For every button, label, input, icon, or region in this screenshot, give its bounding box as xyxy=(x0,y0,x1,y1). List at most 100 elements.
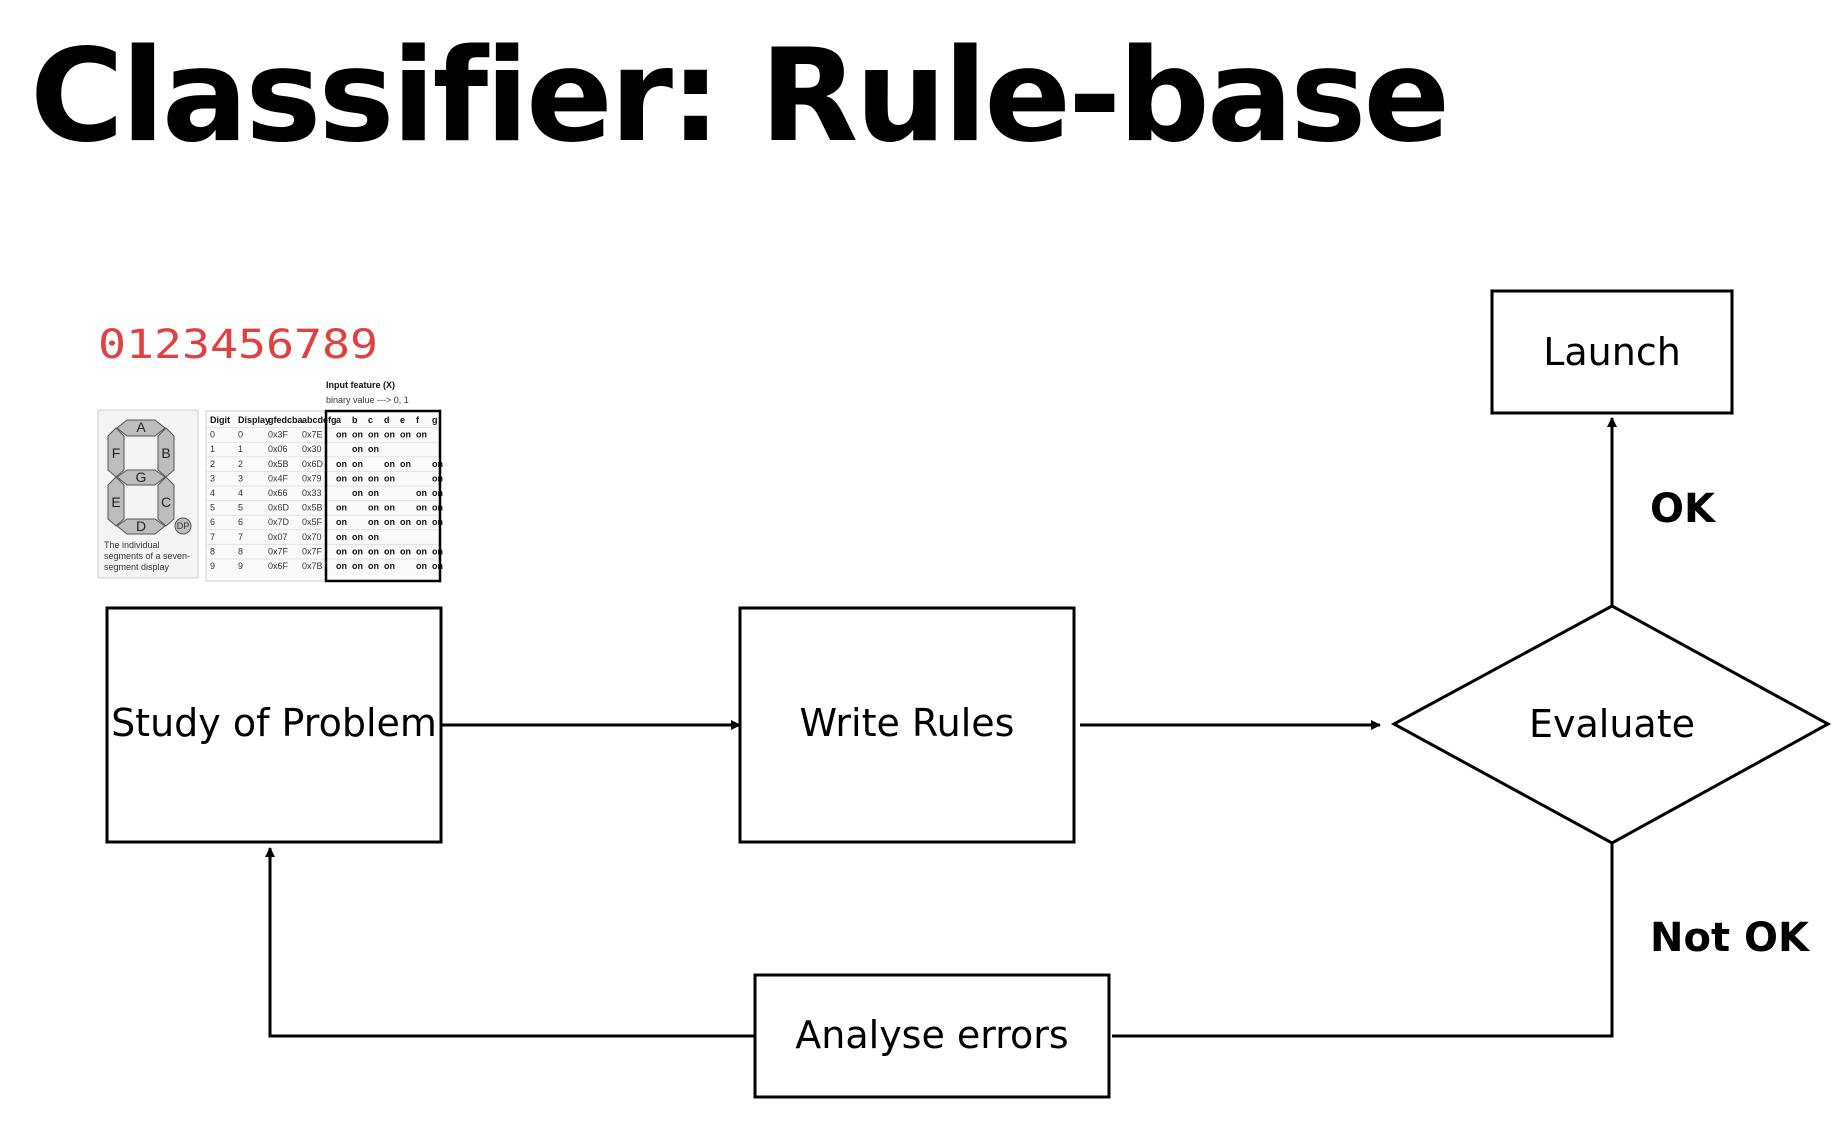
table-cell: 0x5B xyxy=(268,459,289,469)
study-of-problem-box xyxy=(105,606,443,844)
table-cell: 8 xyxy=(210,546,215,556)
table-cell: 7 xyxy=(210,532,215,542)
table-cell: on xyxy=(368,561,379,571)
segment-label: C xyxy=(161,494,171,510)
not-ok-label: Not OK xyxy=(1650,915,1811,961)
table-header-cell: b xyxy=(352,415,358,425)
page-title: Classifier: Rule-base xyxy=(30,22,1450,171)
table-cell: 4 xyxy=(210,488,215,498)
line-evaluate-to-analyse xyxy=(1112,843,1614,1038)
evaluate-label: Evaluate xyxy=(1529,702,1695,746)
table-cell: 0x7D xyxy=(268,517,290,527)
table-cell: 0x66 xyxy=(268,488,288,498)
table-cell: on xyxy=(336,546,347,556)
table-cell: 0x33 xyxy=(302,488,322,498)
table-cell: 0x30 xyxy=(302,444,322,454)
table-cell: 5 xyxy=(210,503,215,513)
table-cell: on xyxy=(336,517,347,527)
table-cell: 4 xyxy=(238,488,243,498)
table-cell: 0x5F xyxy=(302,517,323,527)
table-cell: on xyxy=(384,546,395,556)
digit-strip: 0123456789 xyxy=(98,322,378,368)
analyse-errors-label: Analyse errors xyxy=(795,1013,1068,1057)
table-cell: on xyxy=(352,561,363,571)
table-header-cell: e xyxy=(400,415,405,425)
write-rules-box xyxy=(738,606,1076,844)
table-cell: 0x07 xyxy=(268,532,288,542)
table-cell: on xyxy=(432,517,443,527)
table-cell: on xyxy=(368,503,379,513)
table-cell: on xyxy=(336,459,347,469)
table-header-cell: c xyxy=(368,415,373,425)
table-cell: 0x6D xyxy=(302,459,324,469)
table-cell: 3 xyxy=(238,473,243,483)
table-cell: on xyxy=(336,561,347,571)
study-of-problem-label: Study of Problem xyxy=(111,701,437,745)
feature-title: Input feature (X) xyxy=(326,380,395,390)
table-cell: 1 xyxy=(238,444,243,454)
segment-label: F xyxy=(112,445,121,461)
table-cell: 6 xyxy=(210,517,215,527)
table-cell: 0x7B xyxy=(302,561,323,571)
table-cell: on xyxy=(336,430,347,440)
table-cell: 0 xyxy=(238,430,243,440)
segment-caption: The individual xyxy=(104,540,160,550)
table-cell: on xyxy=(384,459,395,469)
table-cell: on xyxy=(416,517,427,527)
table-cell: on xyxy=(352,473,363,483)
segment-caption: segment display xyxy=(104,562,170,572)
table-cell: on xyxy=(352,546,363,556)
table-cell: on xyxy=(432,503,443,513)
table-cell: 0x6D xyxy=(268,503,290,513)
write-rules-label: Write Rules xyxy=(800,701,1015,745)
analyse-errors-box xyxy=(753,973,1111,1099)
table-header-cell: abcdefg xyxy=(302,415,337,425)
table-cell: on xyxy=(352,532,363,542)
table-cell: 9 xyxy=(238,561,243,571)
table-header-cell: a xyxy=(336,415,342,425)
table-cell: on xyxy=(352,459,363,469)
table-cell: on xyxy=(384,517,395,527)
table-background xyxy=(205,410,441,582)
launch-box xyxy=(1490,289,1734,415)
table-cell: on xyxy=(400,546,411,556)
table-cell: 0x6F xyxy=(268,561,289,571)
feature-subtitle: binary value ---> 0, 1 xyxy=(326,395,409,405)
segment-diagram: A B C D E F G DP The individual segments… xyxy=(97,409,199,579)
input-feature-highlight xyxy=(324,409,442,583)
table-cell: on xyxy=(384,473,395,483)
table-cell: 0x70 xyxy=(302,532,322,542)
table-cell: 0x5B xyxy=(302,503,323,513)
table-header-cell: d xyxy=(384,415,390,425)
table-header-cell: f xyxy=(416,415,420,425)
table-cell: on xyxy=(352,430,363,440)
table-cell: 0 xyxy=(210,430,215,440)
table-cell: on xyxy=(416,561,427,571)
table-cell: on xyxy=(352,444,363,454)
segment-label: E xyxy=(111,494,120,510)
table-cell: on xyxy=(368,532,379,542)
table-header-cell: Digit xyxy=(210,415,230,425)
table-cell: on xyxy=(368,488,379,498)
table-header-cell: g xyxy=(432,415,438,425)
table-cell: 6 xyxy=(238,517,243,527)
table-cell: on xyxy=(336,532,347,542)
segment-label: B xyxy=(161,445,170,461)
table-cell: on xyxy=(432,488,443,498)
ok-label: OK xyxy=(1650,486,1717,532)
table-cell: 0x7F xyxy=(302,546,323,556)
table-cell: 3 xyxy=(210,473,215,483)
table-cell: 0x4F xyxy=(268,473,289,483)
segment-caption: segments of a seven- xyxy=(104,551,190,561)
table-cell: 8 xyxy=(238,546,243,556)
segment-label: DP xyxy=(177,521,190,531)
table-cell: on xyxy=(352,488,363,498)
table-cell: 0x7F xyxy=(268,546,289,556)
table-cell: 0x7E xyxy=(302,430,323,440)
table-cell: on xyxy=(368,430,379,440)
table-cell: on xyxy=(336,503,347,513)
table-cell: on xyxy=(432,546,443,556)
arrow-analyse-to-study xyxy=(265,847,755,1038)
